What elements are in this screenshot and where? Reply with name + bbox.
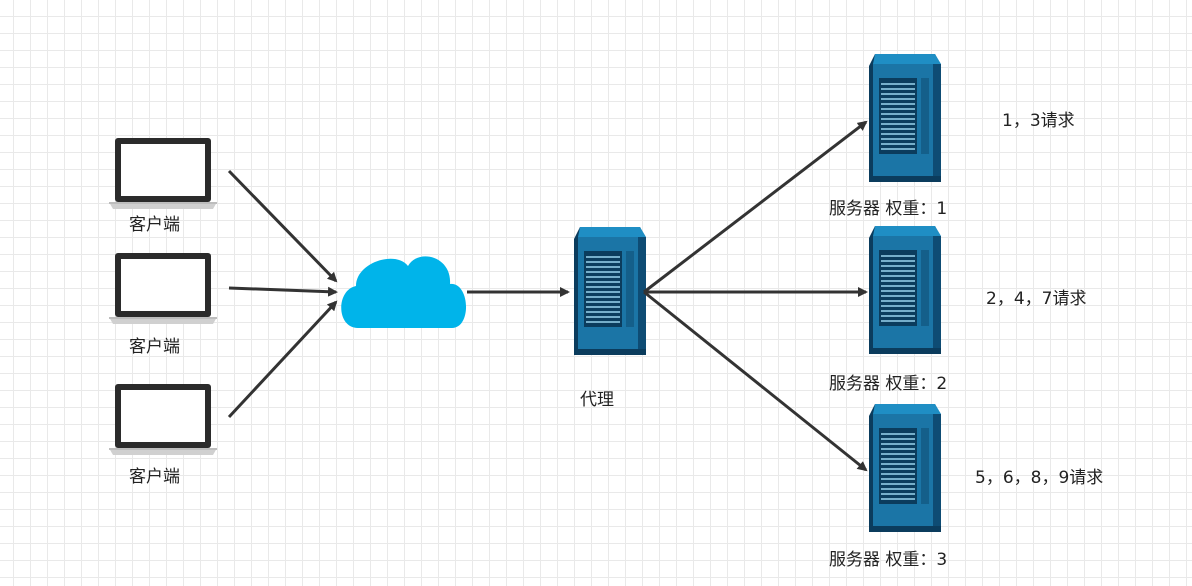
server-label: 服务器 权重：2 xyxy=(829,374,948,394)
arrow-proxy-server1 xyxy=(643,120,868,294)
server-requests-text: 2，4，7请求 xyxy=(986,289,1087,309)
client-label: 客户端 xyxy=(129,467,180,487)
laptop-icon xyxy=(109,253,217,324)
arrow-client2-cloud xyxy=(228,286,338,297)
client-label: 客户端 xyxy=(129,337,180,357)
server-requests-text: 5，6，8，9请求 xyxy=(975,468,1104,488)
server-icon xyxy=(868,53,942,183)
server-icon xyxy=(868,403,942,533)
arrow-proxy-server3 xyxy=(643,290,868,472)
server-label: 服务器 权重：1 xyxy=(829,199,948,219)
laptop-icon xyxy=(109,384,217,455)
cloud-icon xyxy=(341,256,467,328)
proxy-label: 代理 xyxy=(580,390,614,410)
laptop-icon xyxy=(109,138,217,209)
server-requests-text: 1，3请求 xyxy=(1002,111,1075,131)
arrow-client3-cloud xyxy=(227,300,338,419)
server-icon xyxy=(868,225,942,355)
server-label: 服务器 权重：3 xyxy=(829,550,948,570)
client-label: 客户端 xyxy=(129,215,180,235)
arrow-client1-cloud xyxy=(227,169,338,283)
server-icon xyxy=(573,226,647,356)
